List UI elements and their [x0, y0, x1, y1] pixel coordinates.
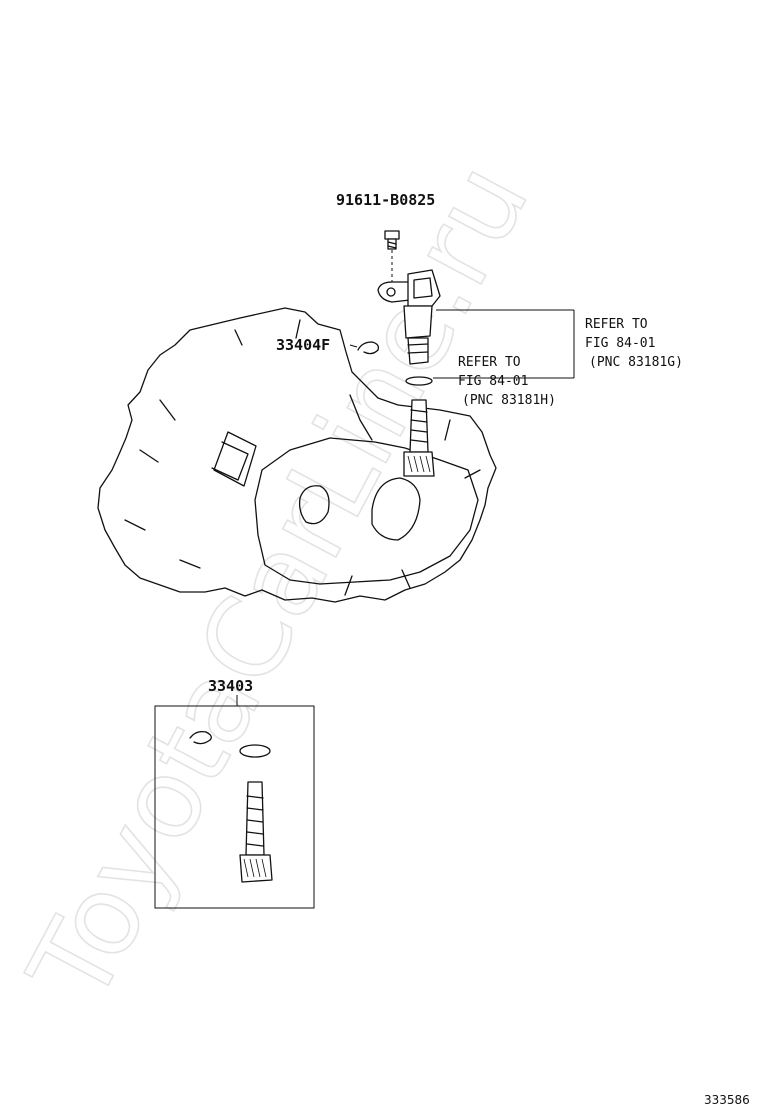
bolt — [384, 230, 400, 282]
speed-sensor — [377, 269, 441, 365]
sensor-ref-line-1: REFER TO — [585, 317, 648, 332]
figure-number: 333586 — [704, 1093, 750, 1107]
bolt-part-no: 91611-B0825 — [336, 191, 435, 209]
kit-driven-gear — [239, 781, 273, 883]
clip-leader — [349, 344, 358, 348]
kit-box — [154, 695, 315, 909]
watermark: ToyotaCarLine.ru — [4, 143, 553, 1023]
sensor-ref-line-2: FIG 84-01 — [585, 336, 655, 351]
driven-gear — [403, 399, 435, 477]
oring-ref-line-1: REFER TO — [458, 355, 521, 370]
clip-part-no: 33404F — [276, 336, 330, 354]
retaining-clip — [357, 341, 380, 355]
oring-ref-line-2: FIG 84-01 — [458, 374, 528, 389]
kit-clip — [189, 730, 212, 745]
transmission-housing — [97, 307, 497, 603]
kit-part-no: 33403 — [208, 677, 253, 695]
sensor-ref-line-3: (PNC 83181G) — [589, 355, 683, 370]
kit-o-ring — [239, 744, 271, 758]
o-ring — [405, 376, 433, 386]
oring-ref-line-3: (PNC 83181H) — [462, 393, 556, 408]
